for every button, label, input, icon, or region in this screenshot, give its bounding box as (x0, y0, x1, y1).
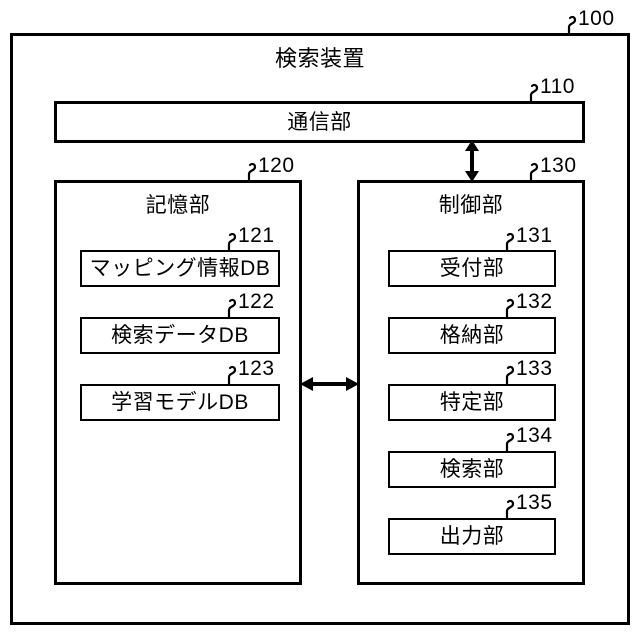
communication-unit-label: 通信部 (287, 110, 352, 134)
reference-numeral-130: 130 (540, 154, 577, 177)
reference-numeral-100: 100 (578, 7, 615, 30)
storing-unit-box (388, 317, 556, 354)
storage-unit-label: 記憶部 (145, 193, 211, 217)
reference-numeral-123: 123 (238, 357, 275, 380)
leader-hook-131 (505, 232, 515, 253)
connector-communication-to-control (465, 140, 479, 182)
reference-numeral-131: 131 (516, 224, 553, 247)
leader-hook-120 (247, 162, 257, 183)
leader-hook-100 (567, 15, 577, 36)
search-unit-box (388, 451, 556, 488)
leader-hook-110 (529, 83, 539, 104)
leader-hook-123 (227, 365, 237, 386)
leader-hook-132 (505, 298, 515, 319)
search-data-db-label: 検索データDB (111, 324, 249, 347)
reference-numeral-122: 122 (238, 290, 275, 313)
learning-model-db-label: 学習モデルDB (111, 391, 249, 414)
reference-numeral-110: 110 (540, 75, 575, 98)
identification-unit-label: 特定部 (439, 391, 505, 414)
search-device-title: 検索装置 (274, 46, 365, 71)
reception-unit-label: 受付部 (439, 257, 505, 280)
leader-hook-122 (227, 298, 237, 319)
reception-unit-box (388, 250, 556, 287)
output-unit-box (388, 518, 556, 555)
control-unit-box (357, 180, 585, 585)
leader-hook-121 (227, 232, 237, 253)
reference-numeral-132: 132 (516, 290, 553, 313)
leader-hook-134 (505, 432, 515, 453)
leader-hook-130 (529, 162, 539, 183)
identification-unit-box (388, 384, 556, 421)
leader-hook-133 (505, 365, 515, 386)
connector-storage-to-control (300, 377, 359, 391)
output-unit-label: 出力部 (439, 525, 505, 548)
search-data-db-box (80, 317, 280, 354)
reference-numeral-134: 134 (516, 424, 553, 447)
search-unit-label: 検索部 (439, 458, 505, 481)
reference-numeral-121: 121 (238, 224, 275, 247)
learning-model-db-box (80, 384, 280, 421)
reference-numeral-120: 120 (258, 154, 295, 177)
reference-numeral-135: 135 (516, 491, 553, 514)
storage-unit-box (54, 180, 302, 585)
communication-unit-box (54, 101, 585, 143)
leader-hook-135 (505, 499, 515, 520)
control-unit-label: 制御部 (438, 193, 504, 217)
storing-unit-label: 格納部 (439, 324, 505, 347)
mapping-information-db-label: マッピング情報DB (89, 257, 271, 280)
mapping-information-db-box (80, 250, 280, 287)
reference-numeral-133: 133 (516, 357, 553, 380)
